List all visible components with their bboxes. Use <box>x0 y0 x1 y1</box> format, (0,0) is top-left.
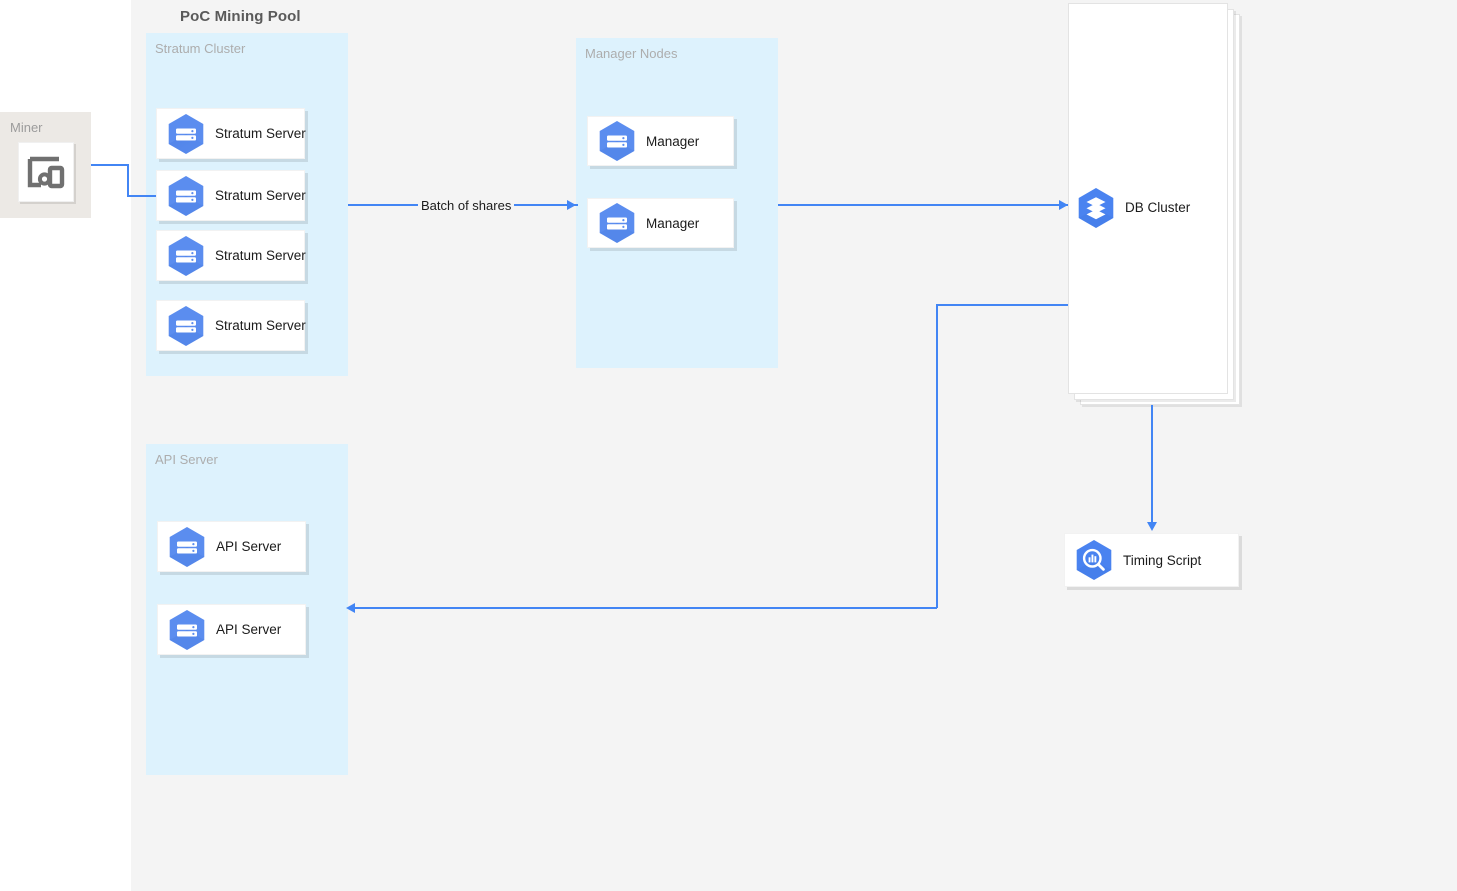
server-icon <box>163 111 209 157</box>
server-icon <box>594 200 640 246</box>
miner-group-title: Miner <box>10 120 43 135</box>
group-title: PoC Mining Pool <box>180 8 301 25</box>
devices-icon <box>27 156 65 189</box>
node-api-server-1[interactable]: API Server <box>157 521 306 572</box>
node-label: Stratum Server <box>215 248 306 263</box>
node-api-server-2[interactable]: API Server <box>157 604 306 655</box>
node-stratum-server-4[interactable]: Stratum Server <box>156 300 306 351</box>
group-miner[interactable]: Miner <box>0 112 91 218</box>
node-miner[interactable] <box>18 142 74 202</box>
edge-manager-to-db-line <box>778 204 1068 206</box>
node-label: Manager <box>646 133 700 149</box>
node-label: Timing Script <box>1123 552 1202 568</box>
node-label: DB Cluster <box>1125 200 1191 215</box>
node-manager-1[interactable]: Manager <box>587 116 734 166</box>
edge-manager-to-db-arrowhead <box>1059 200 1068 210</box>
node-timing-script[interactable]: Timing Script <box>1064 533 1239 587</box>
server-icon <box>164 607 210 653</box>
node-manager-2[interactable]: Manager <box>587 198 734 248</box>
server-icon <box>594 118 640 164</box>
server-icon <box>164 524 210 570</box>
server-icon <box>163 173 209 219</box>
node-stratum-server-3[interactable]: Stratum Server <box>156 230 306 281</box>
node-db-cluster[interactable]: DB Cluster <box>1068 3 1240 405</box>
node-label: Manager <box>646 215 700 231</box>
node-label: API Server <box>216 539 282 554</box>
edge-miner-to-stratum-seg1 <box>91 164 129 166</box>
node-label: Stratum Server <box>215 188 306 203</box>
server-icon <box>163 233 209 279</box>
server-icon <box>163 303 209 349</box>
node-label: Stratum Server <box>215 318 306 333</box>
panel-title-api: API Server <box>155 452 218 467</box>
node-label: API Server <box>216 622 282 637</box>
edge-label-batch-of-shares: Batch of shares <box>418 198 515 213</box>
edge-db-to-api-seg1 <box>937 304 1068 306</box>
layers-icon <box>1073 185 1119 231</box>
panel-title-stratum: Stratum Cluster <box>155 41 246 56</box>
edge-db-to-timing-arrowhead <box>1147 522 1157 531</box>
node-stratum-server-2[interactable]: Stratum Server <box>156 170 306 221</box>
edge-db-to-timing-line <box>1151 405 1153 527</box>
edge-miner-to-stratum-seg3 <box>127 195 156 197</box>
node-label: Stratum Server <box>215 126 306 141</box>
edge-db-to-api-seg3 <box>352 607 937 609</box>
panel-title-manager: Manager Nodes <box>585 46 678 61</box>
edge-stratum-to-manager-arrowhead <box>567 200 576 210</box>
node-stratum-server-1[interactable]: Stratum Server <box>156 108 306 159</box>
edge-db-to-api-seg2 <box>936 304 938 608</box>
edge-miner-to-stratum-seg2 <box>127 164 129 197</box>
monitoring-magnifier-icon <box>1071 537 1117 583</box>
edge-db-to-api-arrowhead <box>346 603 355 613</box>
